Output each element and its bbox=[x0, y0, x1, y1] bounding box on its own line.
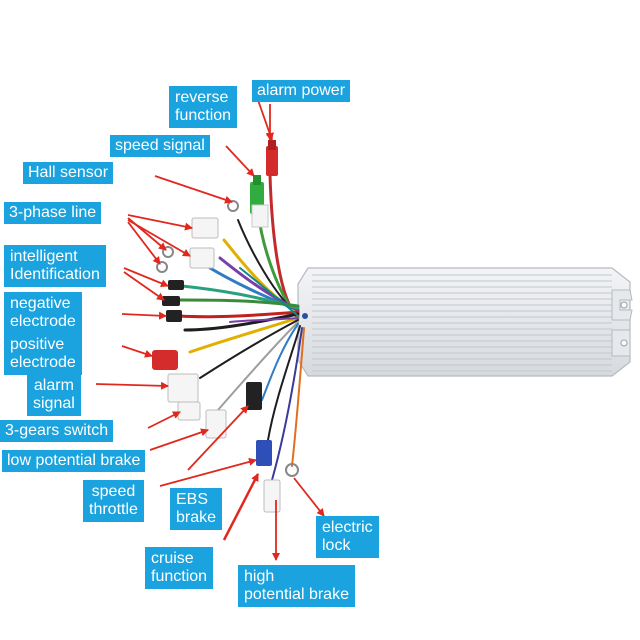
label-line: alarm bbox=[33, 377, 74, 394]
label-3-phase-line: 3-phase line bbox=[4, 202, 102, 224]
label-line: speed signal bbox=[115, 137, 205, 154]
label-alarm-signal: alarm signal bbox=[27, 374, 81, 416]
label-reverse-function: reverse function bbox=[169, 86, 238, 128]
label-line: function bbox=[151, 568, 208, 585]
wire-bundle bbox=[178, 173, 305, 481]
label-line: electric bbox=[322, 519, 373, 536]
label-electric-lock: electric lock bbox=[316, 516, 379, 558]
label-speed-throttle: speed throttle bbox=[83, 480, 144, 522]
label-low-potential-brake: low potential brake bbox=[2, 450, 146, 472]
label-hall-sensor: Hall sensor bbox=[23, 162, 114, 184]
label-line: speed bbox=[91, 483, 136, 500]
label-line: lock bbox=[322, 537, 351, 554]
label-line: 3-phase line bbox=[9, 204, 97, 221]
label-line: cruise bbox=[151, 550, 194, 567]
label-line: signal bbox=[33, 395, 75, 412]
connectors bbox=[152, 140, 299, 513]
label-line: throttle bbox=[89, 501, 138, 518]
label-speed-signal: speed signal bbox=[110, 135, 210, 157]
label-line: EBS bbox=[176, 491, 209, 508]
label-line: Identification bbox=[10, 266, 100, 283]
callout-arrows bbox=[95, 99, 325, 561]
controller-box bbox=[297, 267, 633, 377]
label-negative-electrode: negative electrode bbox=[4, 292, 82, 334]
label-line: negative bbox=[10, 295, 71, 312]
label-line: 3-gears switch bbox=[5, 422, 109, 439]
label-line: alarm power bbox=[257, 82, 346, 99]
label-line: electrode bbox=[10, 354, 76, 371]
label-cruise-function: cruise function bbox=[145, 547, 214, 589]
label-positive-electrode: positive electrode bbox=[4, 333, 82, 375]
label-line: low potential brake bbox=[7, 452, 141, 469]
label-line: function bbox=[175, 107, 232, 124]
label-line: potential brake bbox=[244, 586, 349, 603]
label-high-potential-brake: high potential brake bbox=[238, 565, 355, 607]
label-intelligent-identification: intelligent Identification bbox=[4, 245, 106, 287]
label-ebs-brake: EBS brake bbox=[170, 488, 223, 530]
label-line: positive bbox=[10, 336, 65, 353]
label-alarm-power: alarm power bbox=[252, 80, 351, 102]
label-line: electrode bbox=[10, 313, 76, 330]
label-line: intelligent bbox=[10, 248, 78, 265]
label-3-gears-switch: 3-gears switch bbox=[0, 420, 114, 442]
label-line: reverse bbox=[175, 89, 229, 106]
label-line: high bbox=[244, 568, 275, 585]
label-line: Hall sensor bbox=[28, 164, 109, 181]
label-line: brake bbox=[176, 509, 217, 526]
